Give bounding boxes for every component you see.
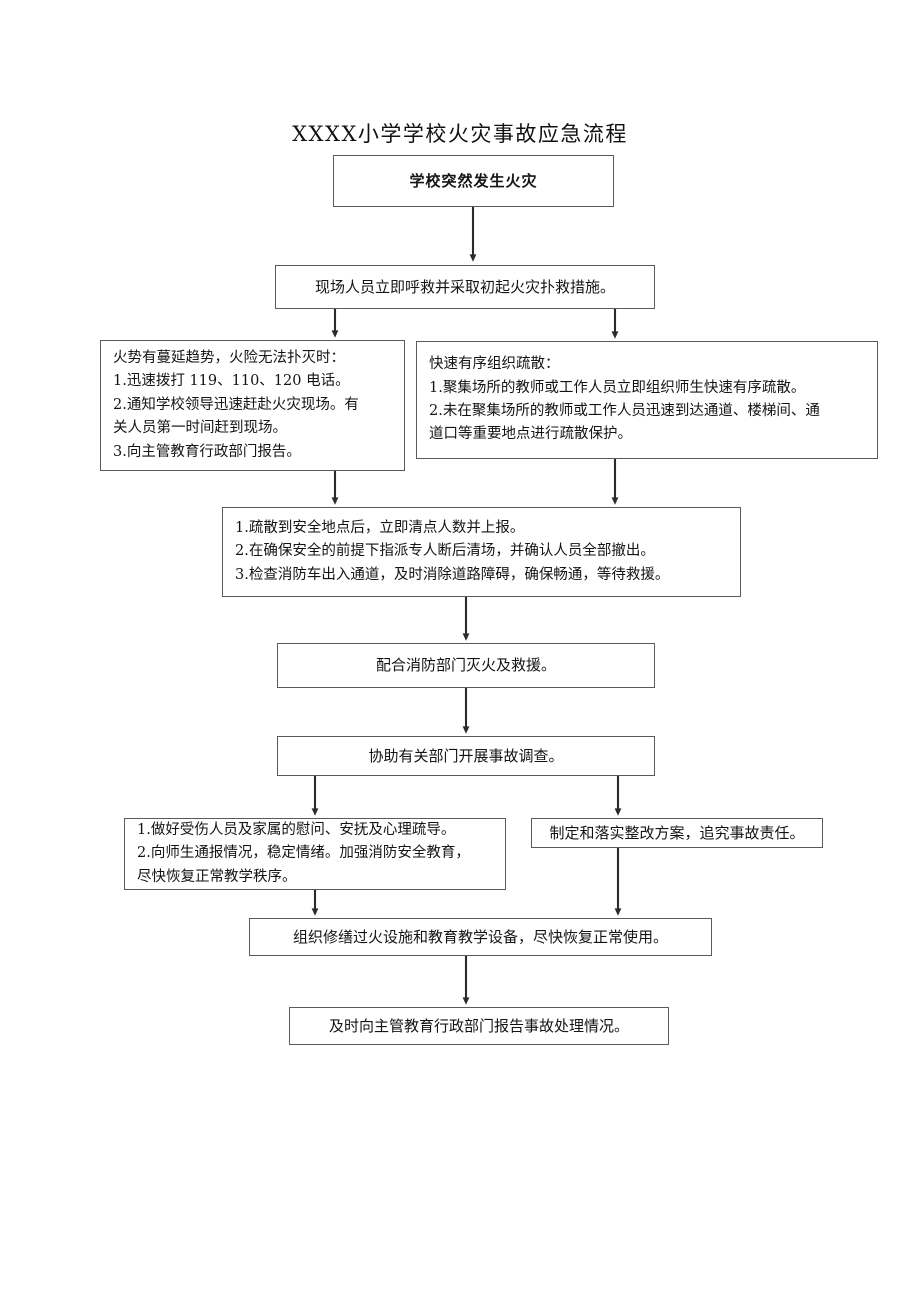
node-text: 现场人员立即呼救并采取初起火灾扑救措施。 — [314, 277, 615, 296]
node-text-line: 2.未在聚集场所的教师或工作人员迅速到达通道、楼梯间、通 — [429, 403, 820, 419]
node-text: 组织修缮过火设施和教育教学设备，尽快恢复正常使用。 — [292, 927, 668, 946]
node-text-line: 2.通知学校领导迅速赶赴火灾现场。有 — [113, 396, 359, 413]
node-text-line: 2.在确保安全的前提下指派专人断后清场，并确认人员全部撤出。 — [235, 543, 655, 560]
node-fire-spreading: 火势有蔓延趋势，火险无法扑灭时： 1.迅速拨打 119、110、120 电话。 … — [100, 340, 405, 471]
node-text-line: 火势有蔓延趋势，火险无法扑灭时： — [113, 349, 345, 366]
node-immediate-alarm: 现场人员立即呼救并采取初起火灾扑救措施。 — [275, 265, 655, 309]
node-text-line: 1.聚集场所的教师或工作人员立即组织师生快速有序疏散。 — [429, 379, 806, 396]
node-text: 制定和落实整改方案，追究事故责任。 — [549, 823, 805, 842]
node-text-line: 1.疏散到安全地点后，立即清点人数并上报。 — [235, 519, 525, 536]
node-text-line: 3.向主管教育行政部门报告。 — [113, 443, 301, 460]
node-text: 配合消防部门灭火及救援。 — [375, 656, 556, 675]
node-final-report: 及时向主管教育行政部门报告事故处理情况。 — [289, 1007, 669, 1045]
node-text-line: 快速有序组织疏散： — [429, 356, 560, 373]
node-text-line: 关人员第一时间赶到现场。 — [113, 420, 287, 437]
node-rectification-plan: 制定和落实整改方案，追究事故责任。 — [531, 818, 823, 848]
node-facility-repair: 组织修缮过火设施和教育教学设备，尽快恢复正常使用。 — [249, 918, 712, 956]
node-accident-investigation: 协助有关部门开展事故调查。 — [277, 736, 655, 776]
node-organized-evacuation: 快速有序组织疏散： 1.聚集场所的教师或工作人员立即组织师生快速有序疏散。 2.… — [416, 341, 878, 459]
node-fire-outbreak: 学校突然发生火灾 — [333, 155, 614, 207]
node-text-line: 尽快恢复正常教学秩序。 — [137, 868, 297, 885]
node-headcount-and-access: 1.疏散到安全地点后，立即清点人数并上报。 2.在确保安全的前提下指派专人断后清… — [222, 507, 741, 597]
node-text: 及时向主管教育行政部门报告事故处理情况。 — [328, 1016, 629, 1035]
node-text-line: 道口等重要地点进行疏散保护。 — [429, 426, 632, 443]
node-text-line: 1.迅速拨打 119、110、120 电话。 — [113, 373, 350, 390]
node-assist-firefighting: 配合消防部门灭火及救援。 — [277, 643, 655, 688]
node-text-line: 3.检查消防车出入通道，及时消除道路障碍，确保畅通，等待救援。 — [235, 566, 670, 583]
page-title: XXXX小学学校火灾事故应急流程 — [292, 122, 628, 146]
node-text: 协助有关部门开展事故调查。 — [368, 746, 564, 765]
node-text-line: 2.向师生通报情况，稳定情绪。加强消防安全教育， — [137, 845, 470, 862]
node-text-line: 1.做好受伤人员及家属的慰问、安抚及心理疏导。 — [137, 821, 456, 838]
node-text: 学校突然发生火灾 — [409, 171, 538, 190]
node-victim-support: 1.做好受伤人员及家属的慰问、安抚及心理疏导。 2.向师生通报情况，稳定情绪。加… — [124, 818, 506, 890]
